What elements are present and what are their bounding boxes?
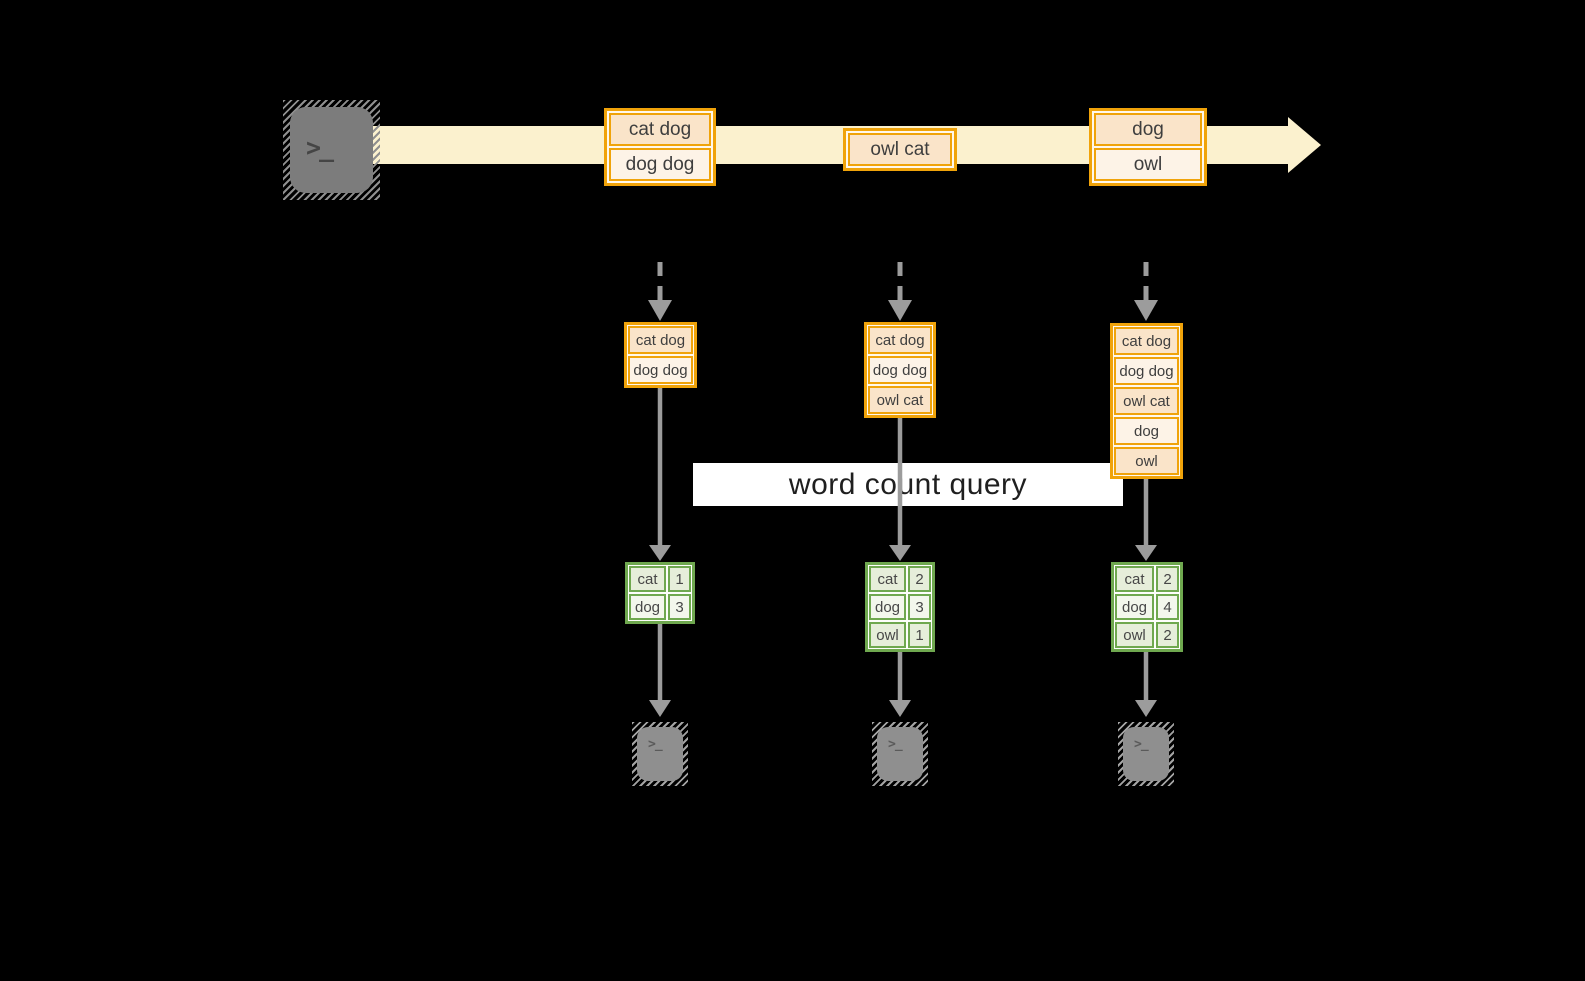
result-row: cat 1 xyxy=(629,566,691,592)
result-word-cell: cat xyxy=(869,566,906,592)
result-word-cell: dog xyxy=(869,594,906,620)
result-row: dog 3 xyxy=(629,594,691,620)
dashed-arrow-lines xyxy=(657,262,1149,300)
result-count-cell: 3 xyxy=(908,594,931,620)
result-to-sink-lines xyxy=(657,624,1149,701)
state-cell: cat dog xyxy=(868,326,932,354)
terminal-screen: >_ xyxy=(877,727,923,781)
prompt-glyph: >_ xyxy=(888,737,903,752)
state-cell: dog dog xyxy=(1114,357,1179,385)
state-to-result-lines xyxy=(657,388,1149,546)
state-table-1: cat dog dog dog xyxy=(624,322,697,388)
result-count-cell: 4 xyxy=(1156,594,1179,620)
result-word-cell: dog xyxy=(629,594,666,620)
terminal-screen: >_ xyxy=(637,727,683,781)
state-cell: dog dog xyxy=(628,356,693,384)
result-table-2: cat 2 dog 3 owl 1 xyxy=(865,562,935,652)
terminal-sink-icon: >_ xyxy=(1118,722,1174,786)
result-count-cell: 3 xyxy=(668,594,691,620)
state-cell: owl cat xyxy=(868,386,932,414)
result-count-cell: 1 xyxy=(668,566,691,592)
result-word-cell: owl xyxy=(1115,622,1154,648)
state-cell: owl xyxy=(1114,447,1179,475)
result-count-cell: 1 xyxy=(908,622,931,648)
prompt-glyph: >_ xyxy=(1134,737,1149,752)
result-count-cell: 2 xyxy=(1156,622,1179,648)
result-word-cell: cat xyxy=(629,566,666,592)
terminal-screen: >_ xyxy=(1123,727,1169,781)
result-row: owl 1 xyxy=(869,622,931,648)
result-to-sink-arrowheads xyxy=(649,700,1157,717)
result-row: cat 2 xyxy=(1115,566,1179,592)
state-table-2: cat dog dog dog owl cat xyxy=(864,322,936,418)
result-row: dog 4 xyxy=(1115,594,1179,620)
dashed-arrow-heads xyxy=(648,300,1158,321)
terminal-sink-icon: >_ xyxy=(872,722,928,786)
result-count-cell: 2 xyxy=(1156,566,1179,592)
result-row: dog 3 xyxy=(869,594,931,620)
batch-cell: cat dog xyxy=(609,113,711,146)
state-cell: cat dog xyxy=(628,326,693,354)
result-row: owl 2 xyxy=(1115,622,1179,648)
batch-cell: dog dog xyxy=(609,148,711,181)
batch-box-2: owl cat xyxy=(843,128,957,171)
state-cell: cat dog xyxy=(1114,327,1179,355)
query-band: word count query xyxy=(693,463,1123,506)
batch-cell: owl cat xyxy=(848,133,952,166)
result-row: cat 2 xyxy=(869,566,931,592)
query-label: word count query xyxy=(788,467,1028,501)
prompt-glyph: >_ xyxy=(648,737,663,752)
result-count-cell: 2 xyxy=(908,566,931,592)
terminal-source-icon: >_ xyxy=(283,100,380,200)
state-table-3: cat dog dog dog owl cat dog owl xyxy=(1110,323,1183,479)
terminal-sink-icon: >_ xyxy=(632,722,688,786)
batch-box-3: dog owl xyxy=(1089,108,1207,186)
result-word-cell: cat xyxy=(1115,566,1154,592)
batch-cell: dog xyxy=(1094,113,1202,146)
stream-arrowhead-icon xyxy=(1288,117,1321,173)
terminal-screen: >_ xyxy=(290,107,373,193)
batch-cell: owl xyxy=(1094,148,1202,181)
state-cell: owl cat xyxy=(1114,387,1179,415)
result-word-cell: dog xyxy=(1115,594,1154,620)
result-table-3: cat 2 dog 4 owl 2 xyxy=(1111,562,1183,652)
prompt-glyph: >_ xyxy=(306,133,334,162)
result-table-1: cat 1 dog 3 xyxy=(625,562,695,624)
state-cell: dog dog xyxy=(868,356,932,384)
state-cell: dog xyxy=(1114,417,1179,445)
state-to-result-arrowheads xyxy=(649,545,1157,561)
batch-box-1: cat dog dog dog xyxy=(604,108,716,186)
result-word-cell: owl xyxy=(869,622,906,648)
